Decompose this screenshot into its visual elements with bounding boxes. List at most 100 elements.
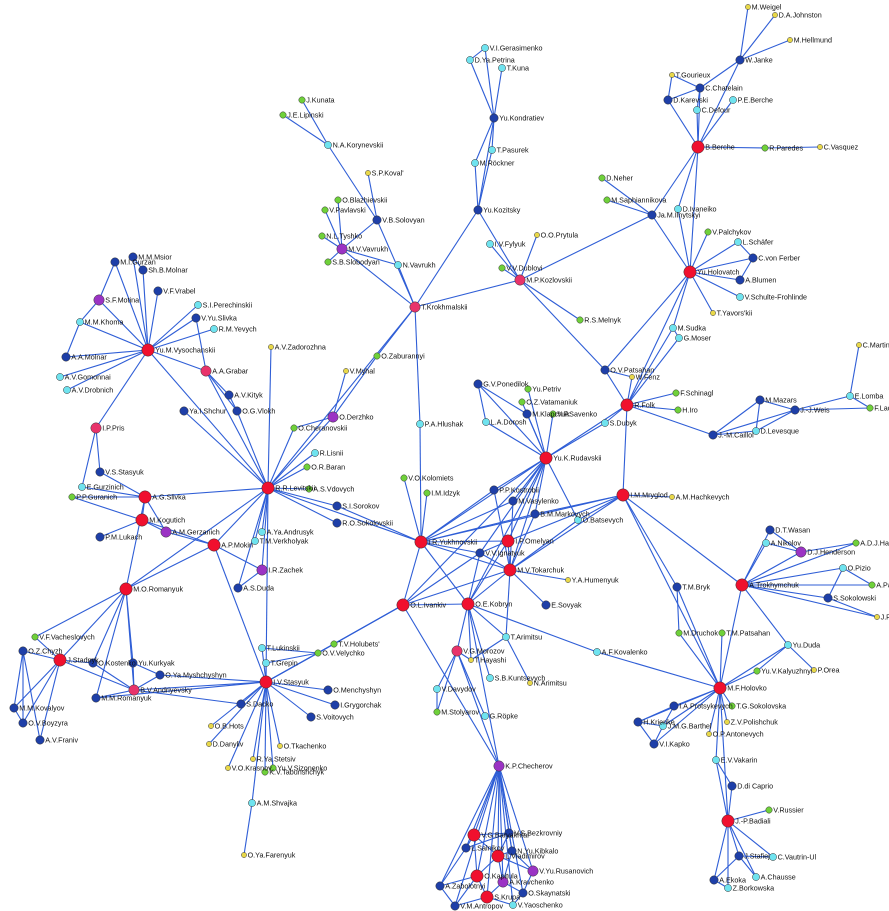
node-label-hots: O.B.Hots [215,722,245,731]
node-label-tokarchuk: M.V.Tokarchuk [517,566,564,575]
node-polishchuk [724,719,730,725]
node-velychko [314,649,322,657]
edge-idzyk-yukhnovskii [420,492,428,543]
node-label-yevych: R.M.Yevych [219,325,257,334]
node-sorokov [332,501,342,511]
node-hots [208,723,214,729]
edge-guranich-kogutich [71,496,143,521]
node-label-surieski: D.Karevski [673,96,708,105]
node-yududa [784,641,792,649]
node-pris [90,422,102,434]
node-antonevych [706,731,712,737]
node-label-duda: A.S.Duda [243,584,274,593]
edge-berche-paredes [697,146,766,149]
node-label-vrabel: V.F.Vrabel [163,287,196,296]
node-label-narimitsu: N.Arimitsu [534,679,567,688]
node-label-patsahan: O.V.Patsahan [610,366,654,375]
edge-grabar-vlokh [205,370,238,412]
node-kravchenko [497,876,509,888]
node-kovalenko [593,648,601,656]
node-label-holovko: M.F.Holovko [727,684,767,693]
node-boyzyra [18,718,28,728]
node-label-guranich: P.P.Guranich [76,493,117,502]
edge-holovko-tpatsahan [719,632,723,689]
node-kurkyak [128,658,138,668]
edge-pasurek-kondratiev [491,117,495,151]
node-label-fenz: W.Fenz [636,373,661,382]
node-garoux [669,72,675,78]
node-label-krasnov: V.O.Krasnov [232,764,272,773]
edge-trokhymchuk-haymet [741,542,857,586]
edge-solovyan-vavrukh [341,219,378,250]
edge-dorosh-rudavskii [485,421,547,459]
node-label-blumen: A.Blumen [745,276,776,285]
node-label-vavrukh: M.V.Vavrukh [348,245,388,254]
node-ivankiv [396,598,410,612]
edge-derzhko-levitskii [267,416,334,489]
node-label-stasyuk2: I.V.Stasyuk [273,678,309,687]
edge-stasyuk2-danylivs [208,681,267,745]
node-holovko [713,681,727,695]
node-hlushak [416,420,424,428]
edge-yududa-kalyuzhnyi [756,644,789,672]
node-surieski [663,95,673,105]
edge-rockner-kozitsky [474,162,479,211]
edge-folk-sudka [626,327,674,406]
node-label-msior: M.M.Msior [138,253,172,262]
edge-stasyuk2-voitovych [265,681,312,718]
edge-savenko-rudavskii [545,413,554,459]
edge-holovko-kalyuzhnyi [719,670,758,689]
edge-gomonnai-vysochanskii [59,349,149,378]
edge-gerzanich-mokin [165,531,215,546]
edge-holovko-yududa [719,644,789,689]
node-label-yududa: Yu.Duda [793,641,821,650]
node-ponedilok [473,379,483,389]
node-label-sudka: M.Sudka [678,324,706,333]
node-kalyuzhnyi [753,667,761,675]
edge-romanyuk-andriyevsky [125,588,135,691]
node-label-reszko: J.Reszko-Zygmunt [881,613,889,622]
node-label-hachkevych: A.M.Hachkevych [676,493,730,502]
node-tabunshchyk [261,768,269,776]
node-checherov [493,760,505,772]
edge-kozitsky-krokhmalskii [414,209,479,308]
edge-sorokov-yukhnovskii [336,505,422,543]
node-label-koval: S.P.Koval' [372,169,405,178]
node-label-zachek: I.R.Zachek [268,566,303,575]
node-shvajka [248,799,256,807]
node-kogutich [135,513,149,527]
edge-levitskii-stasyuk2 [265,487,269,683]
node-humenyuk [565,577,571,583]
node-label-slivka: V.Yu.Slivka [201,314,237,323]
node-pberche [729,96,737,104]
node-arimitsu [502,633,510,641]
node-bryk [672,582,682,592]
node-tyshko [318,232,326,240]
node-label-lomba: E.Lomba [855,392,884,401]
node-drobnich [63,386,71,394]
node-label-schafer: L.Schäfer [743,238,774,247]
node-markovych [530,509,540,519]
edge-rudavskii-markovych [534,457,547,515]
edge-grepin-velychko [265,652,319,664]
node-label-vlokh: O.G.Vlokh [242,407,275,416]
node-morozov [451,645,463,657]
node-label-chausse: A.Chausse [761,873,796,882]
node-label-sovyak: E.Sovyak [551,601,582,610]
node-label-omelyan: I.P.Omelyan [515,537,554,546]
node-zabolotnyi [435,881,445,891]
node-label-vdovych: A.S.Vdovych [313,485,354,494]
edge-stasyuk-slivka2 [99,471,146,498]
edge-kolomiets-yukhnovskii [403,477,422,543]
node-label-ilnytskyi: Ja.M.Ilnytskyi [657,211,701,220]
edge-amolnar-vysochanskii [65,349,149,358]
edge-mazars-levesque [755,399,761,432]
node-korynevskii [324,141,332,149]
node-perechinskii [194,301,202,309]
edge-vdovych-levitskii [267,487,310,490]
node-label-janke: W.Janke [745,56,773,65]
node-holubets [330,640,338,648]
edge-tokarchuk-humenyuk [509,569,569,581]
edge-stasyuk2-tkachenko [265,681,281,747]
edge-palchykov-holovatch [689,231,709,273]
